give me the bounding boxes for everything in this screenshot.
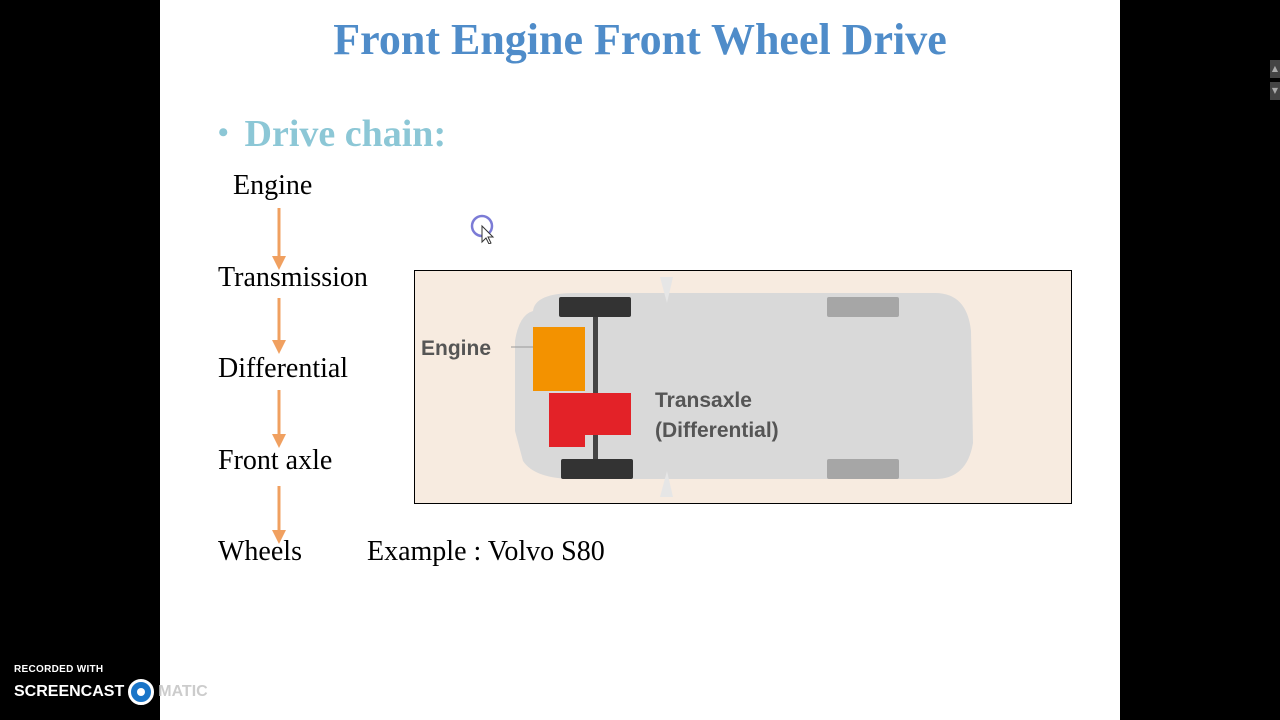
engine-block [533, 327, 585, 391]
recorded-with-text: RECORDED WITH [14, 664, 104, 675]
chain-differential: Differential [218, 353, 349, 384]
brand-left-text: SCREENCAST [14, 683, 125, 700]
engine-label: Engine [421, 337, 491, 360]
chain-front-axle: Front axle [218, 445, 333, 476]
drivetrain-diagram: Engine Transaxle (Differential) [414, 270, 1072, 504]
down-arrow-icon [272, 486, 286, 544]
scroll-down-button[interactable]: ▼ [1270, 82, 1280, 100]
transaxle-sub-label: (Differential) [655, 419, 779, 442]
example-text: Example : Volvo S80 [367, 536, 605, 567]
bullet-heading: • Drive chain: [218, 112, 446, 156]
bullet-dot: • [218, 116, 229, 149]
car-topview-figure: Engine Transaxle (Differential) [421, 277, 973, 497]
chain-wheels: Wheels [218, 536, 302, 567]
scroll-up-button[interactable]: ▲ [1270, 60, 1280, 78]
rear-wheel-bottom [827, 459, 899, 479]
screencast-watermark: RECORDED WITH SCREENCAST MATIC [14, 664, 208, 705]
bullet-text: Drive chain: [244, 113, 447, 155]
slide-title: Front Engine Front Wheel Drive [333, 15, 947, 64]
transaxle-label: Transaxle [655, 389, 752, 412]
down-arrow-icon [272, 390, 286, 448]
transaxle-block [549, 393, 631, 435]
down-arrow-icon [272, 208, 286, 270]
front-wheel-bottom [561, 459, 633, 479]
screencast-brand: SCREENCAST MATIC [14, 679, 208, 705]
transaxle-lower [549, 431, 585, 447]
front-wheel-top [559, 297, 631, 317]
down-arrow-icon [272, 298, 286, 354]
chain-transmission: Transmission [218, 262, 368, 293]
rear-wheel-top [827, 297, 899, 317]
slide: Front Engine Front Wheel Drive • Drive ch… [160, 0, 1120, 720]
chain-engine: Engine [233, 170, 313, 201]
front-axle [593, 305, 598, 467]
right-margin: ▲ ▼ [1120, 0, 1280, 720]
screencast-logo-icon [128, 679, 155, 705]
brand-right-text: MATIC [158, 683, 208, 700]
mouse-cursor-icon [470, 214, 495, 244]
